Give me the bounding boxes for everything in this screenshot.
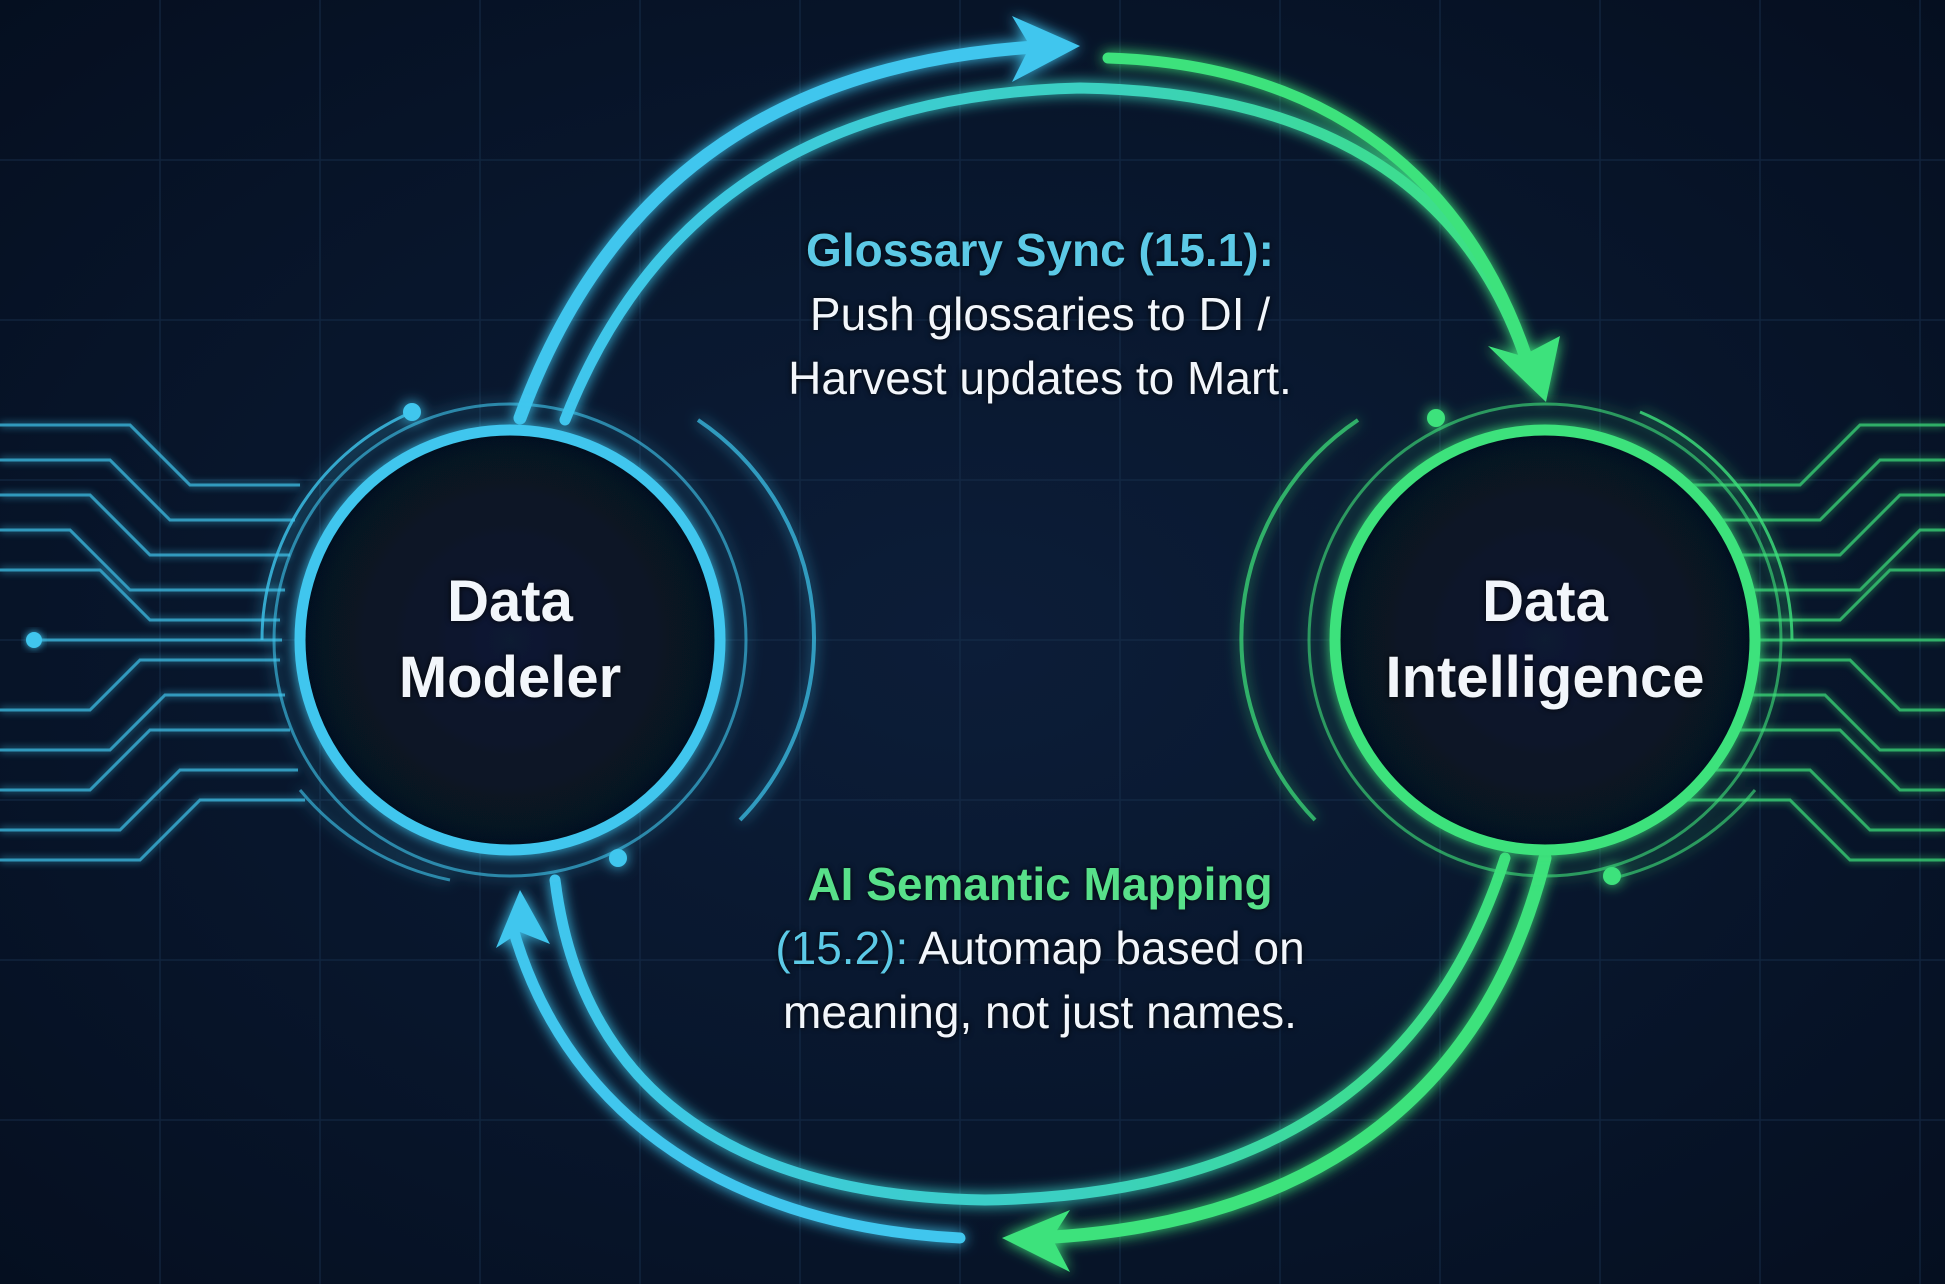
top-flow-arrow (513, 16, 1560, 426)
left-trace-node-dot (26, 632, 42, 648)
semantic-mapping-line3: meaning, not just names. (783, 986, 1297, 1038)
semantic-mapping-title: AI Semantic Mapping (807, 858, 1273, 910)
semantic-mapping-ref: (15.2): (775, 922, 909, 974)
semantic-mapping-line2-text: Automap based on (908, 922, 1305, 974)
data-intelligence-label: Data Intelligence (1345, 564, 1745, 716)
data-modeler-node (260, 402, 816, 882)
glossary-sync-annotation: Glossary Sync (15.1): Push glossaries to… (700, 218, 1380, 410)
data-modeler-line1: Data (447, 569, 573, 634)
data-intelligence-line1: Data (1482, 569, 1608, 634)
data-intelligence-line2: Intelligence (1385, 645, 1705, 710)
bottom-flow-arrow (496, 851, 1552, 1272)
data-intelligence-node (1239, 402, 1794, 885)
semantic-mapping-line2: (15.2): Automap based on (690, 916, 1390, 980)
glossary-sync-title: Glossary Sync (15.1): (806, 224, 1274, 276)
data-modeler-label: Data Modeler (330, 564, 690, 716)
glossary-sync-line3: Harvest updates to Mart. (788, 352, 1292, 404)
semantic-mapping-annotation: AI Semantic Mapping (15.2): Automap base… (690, 852, 1390, 1044)
data-modeler-line2: Modeler (398, 645, 622, 710)
right-circuit-traces (1675, 423, 1945, 862)
glossary-sync-line2: Push glossaries to DI / (809, 288, 1271, 340)
left-circuit-traces (0, 423, 305, 862)
